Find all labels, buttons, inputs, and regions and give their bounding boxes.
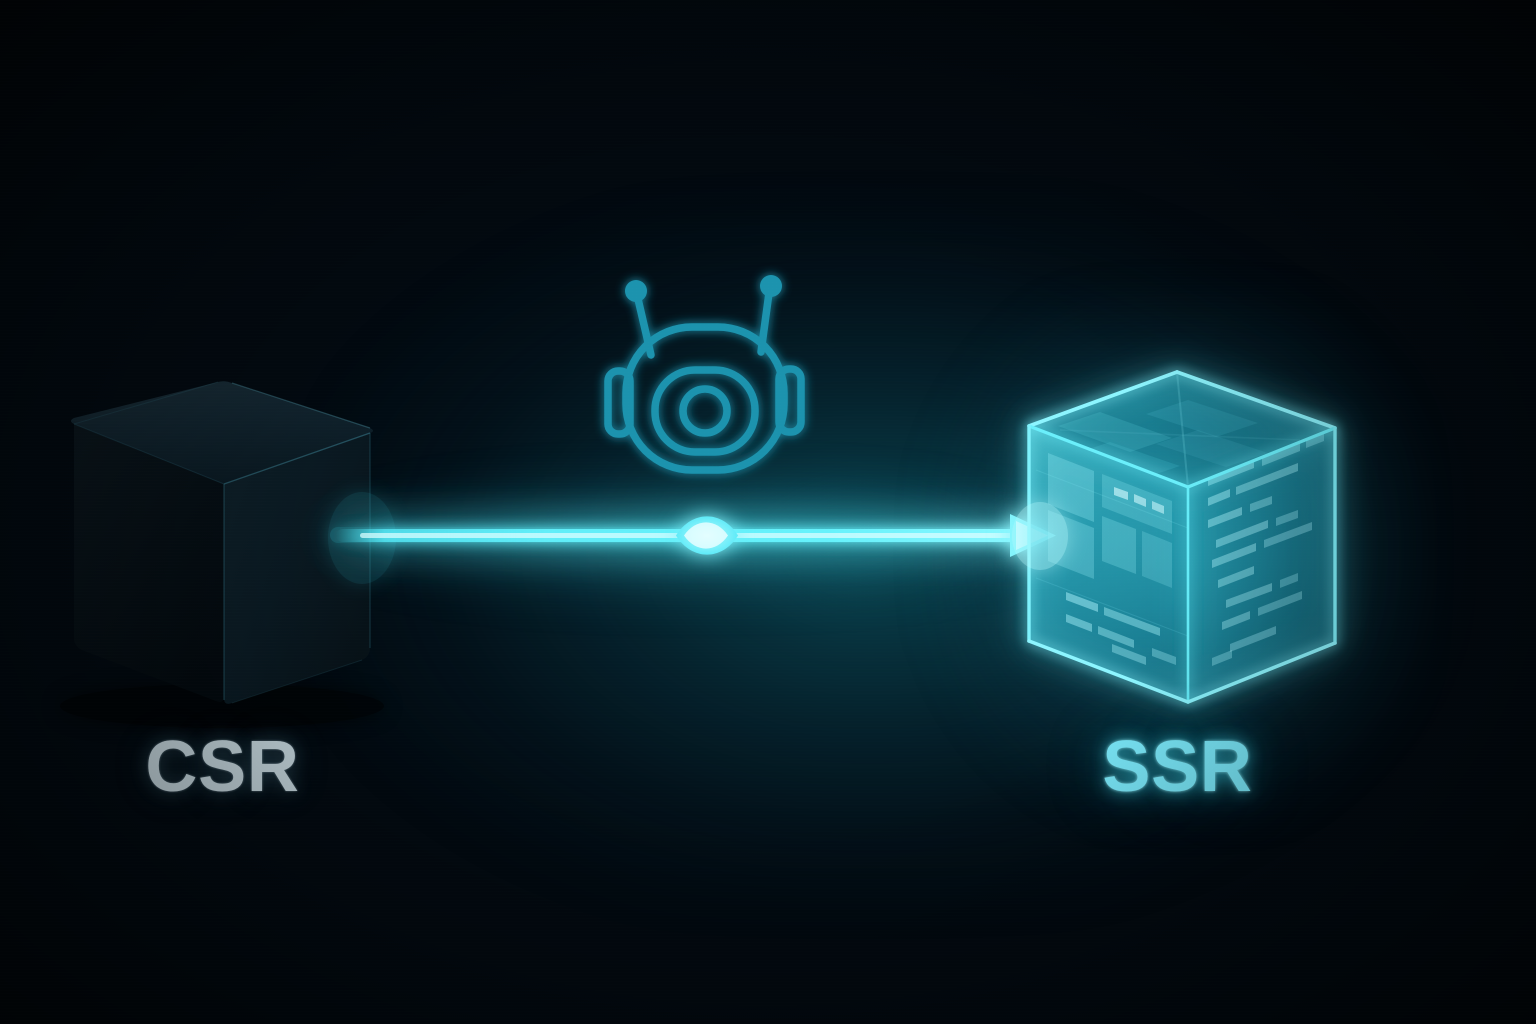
csr-cube-group[interactable] (60, 381, 396, 728)
antenna-left-tip (625, 280, 647, 302)
robot-head-icon[interactable] (604, 275, 805, 474)
csr-label: CSR (145, 727, 300, 807)
robot-visor (651, 366, 759, 456)
ssr-label: SSR (1102, 727, 1253, 807)
connector-beam-group[interactable] (330, 514, 1056, 557)
ssr-beam-entry-flare (1012, 502, 1068, 570)
antenna-right-tip (760, 275, 782, 297)
robot-lens (679, 385, 731, 437)
ssr-cube-group[interactable] (1012, 370, 1337, 704)
